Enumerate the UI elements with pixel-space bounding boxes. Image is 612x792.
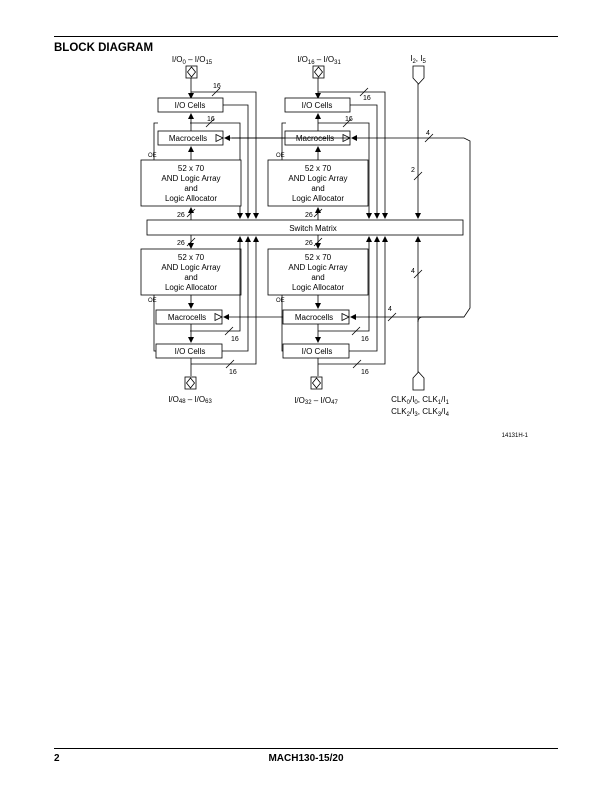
io-pin-icon [185, 65, 198, 79]
bus-width-label: 26 [177, 240, 185, 247]
logic-block-line3: and [184, 184, 197, 193]
logic-array-block [267, 159, 369, 207]
footer-page-number: 2 [54, 753, 60, 764]
macrocells-label: Macrocells [295, 313, 333, 322]
bus-width-label: 26 [177, 212, 185, 219]
oe-label: OE [148, 298, 157, 304]
macrocells-label: Macrocells [169, 134, 207, 143]
header-rule [54, 36, 558, 37]
io-cells-label: I/O Cells [175, 347, 206, 356]
bus-width-label: 16 [207, 116, 215, 123]
section-title: BLOCK DIAGRAM [54, 42, 154, 54]
macrocells-label: Macrocells [168, 313, 206, 322]
bus-width-label: 4 [388, 306, 392, 313]
logic-array-block [140, 159, 242, 207]
switch-matrix-block [146, 219, 464, 236]
io-cells-label: I/O Cells [175, 101, 206, 110]
io-cells-label: I/O Cells [302, 101, 333, 110]
pin-label-io16-io31: I/O16 – I/O31 [297, 55, 341, 66]
pin-label-clocks-line2: CLK2/I3, CLK3/I4 [391, 407, 450, 418]
bus-width-label: 16 [213, 83, 221, 90]
bus-width-label: 16 [363, 95, 371, 102]
pin-label-io48-io63: I/O48 – I/O63 [168, 395, 212, 405]
logic-block-line4: Logic Allocator [292, 194, 344, 203]
io-pin-icon [184, 376, 197, 390]
logic-block-line4: Logic Allocator [292, 283, 344, 292]
oe-label: OE [148, 153, 157, 159]
logic-block-line3: and [311, 273, 324, 282]
logic-block-line1: 52 x 70 [178, 164, 205, 173]
bus-width-label: 26 [305, 212, 313, 219]
clock-triangle-icon [214, 312, 223, 322]
switch-matrix-label: Switch Matrix [289, 224, 337, 233]
logic-block-line3: and [184, 273, 197, 282]
pin-label-clocks-line1: CLK0/I0, CLK1/I1 [391, 395, 450, 406]
io-pin-icon [312, 65, 325, 79]
logic-block-line2: AND Logic Array [288, 263, 347, 272]
logic-block-line2: AND Logic Array [161, 174, 220, 183]
io-cells-label: I/O Cells [302, 347, 333, 356]
bus-width-label: 4 [411, 268, 415, 275]
logic-array-block [267, 248, 369, 296]
logic-block-line2: AND Logic Array [288, 174, 347, 183]
footer-rule [54, 748, 558, 749]
bus-width-label: 16 [229, 369, 237, 376]
pin-label-i2-i5: I2, I5 [410, 54, 426, 65]
input-pin-icon [412, 371, 425, 391]
logic-block-line1: 52 x 70 [178, 253, 205, 262]
bus-width-label: 16 [345, 116, 353, 123]
figure-id: 14131H-1 [502, 433, 529, 439]
logic-block-line2: AND Logic Array [161, 263, 220, 272]
clock-triangle-icon [341, 312, 350, 322]
bus-width-label: 16 [231, 336, 239, 343]
oe-label: OE [276, 298, 285, 304]
pin-label-io32-io47: I/O32 – I/O47 [294, 396, 338, 406]
logic-block-line1: 52 x 70 [305, 253, 332, 262]
bus-width-label: 2 [411, 167, 415, 174]
logic-block-line4: Logic Allocator [165, 283, 217, 292]
bus-width-label: 4 [426, 130, 430, 137]
bus-width-label: 26 [305, 240, 313, 247]
logic-block-line1: 52 x 70 [305, 164, 332, 173]
clock-triangle-icon [215, 133, 224, 143]
bus-width-label: 16 [361, 336, 369, 343]
input-pin-icon [412, 65, 425, 85]
io-pin-icon [310, 376, 323, 390]
logic-block-line4: Logic Allocator [165, 194, 217, 203]
bus-width-label: 16 [361, 369, 369, 376]
pin-label-io0-io15: I/O0 – I/O15 [172, 55, 213, 66]
footer-part-name: MACH130-15/20 [268, 753, 344, 764]
macrocells-label: Macrocells [296, 134, 334, 143]
logic-block-line3: and [311, 184, 324, 193]
oe-label: OE [276, 153, 285, 159]
